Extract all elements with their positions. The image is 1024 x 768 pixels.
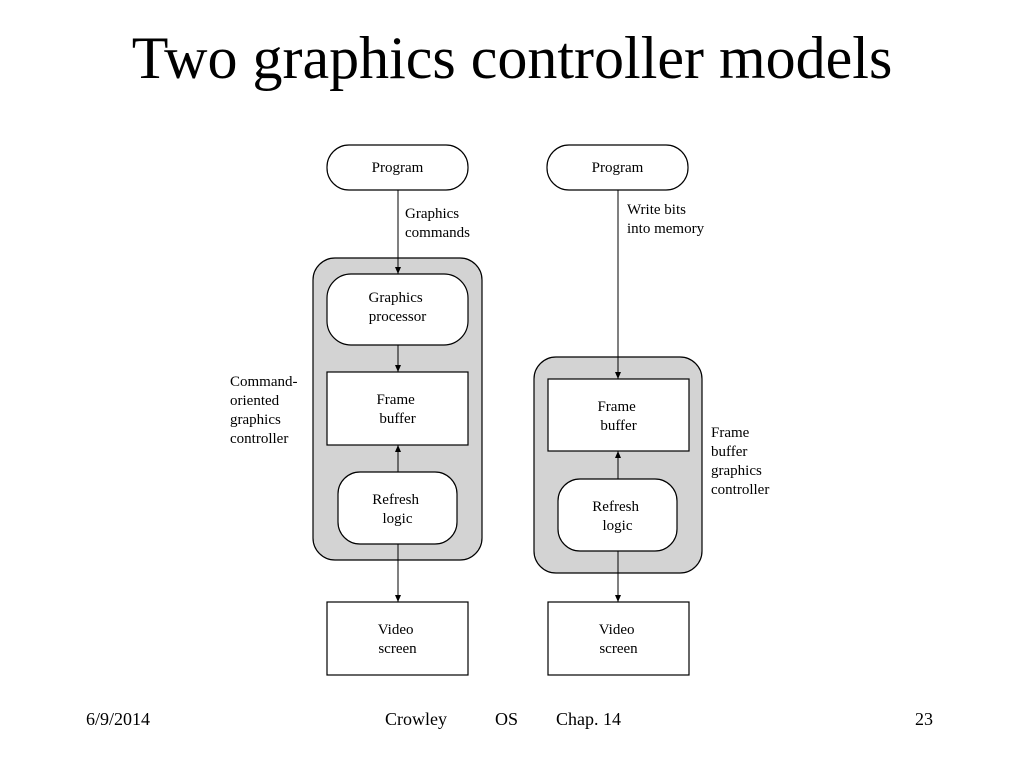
right-refresh-logic-label: Refresh logic (592, 499, 642, 534)
footer-page-number: 23 (915, 709, 933, 729)
footer-center: Crowley OS Chap. 14 (385, 708, 621, 730)
footer-course: OS (495, 709, 519, 729)
left-edge-label: Graphics commands (405, 206, 470, 241)
footer-author: Crowley (385, 709, 447, 729)
left-graphics-processor-label: Graphics processor (369, 290, 427, 325)
right-refresh-logic-box (557, 478, 678, 552)
left-model: Program Graphics commands Graphics proce… (230, 144, 483, 676)
left-video-screen-box (326, 601, 469, 676)
right-frame-buffer-label: Frame buffer (597, 399, 639, 434)
right-controller-label: Frame buffer graphics controller (711, 425, 769, 498)
right-edge-label: Write bits into memory (627, 202, 705, 237)
right-frame-buffer-box (547, 378, 690, 452)
left-frame-buffer-label: Frame buffer (376, 392, 418, 427)
left-frame-buffer-box (326, 371, 469, 446)
slide-title: Two graphics controller models (131, 25, 893, 91)
right-model: Program Write bits into memory Frame buf… (533, 144, 769, 676)
right-video-screen-label: Video screen (599, 622, 639, 657)
left-refresh-logic-box (337, 471, 458, 545)
right-program-label: Program (592, 160, 644, 176)
footer-chapter: Chap. 14 (556, 709, 622, 729)
left-refresh-logic-label: Refresh logic (372, 492, 422, 527)
footer-date: 6/9/2014 (86, 709, 151, 729)
left-controller-label: Command- oriented graphics controller (230, 374, 301, 447)
left-program-label: Program (372, 160, 424, 176)
right-video-screen-box (547, 601, 690, 676)
left-video-screen-label: Video screen (378, 622, 418, 657)
